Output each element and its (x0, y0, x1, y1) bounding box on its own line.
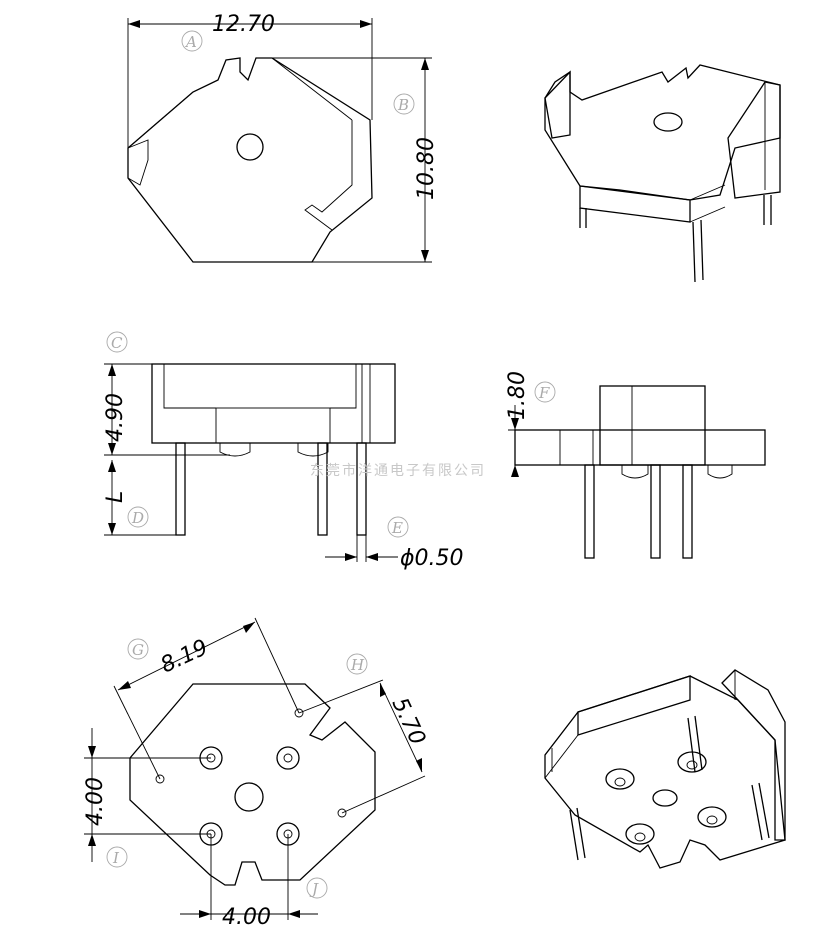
isometric-view-top (544, 64, 781, 283)
label-d: D (131, 509, 144, 527)
label-h: H (350, 656, 365, 674)
bottom-view: 8.19 5.70 4.00 4.00 G H I J (83, 617, 430, 930)
label-a: A (184, 33, 197, 51)
watermark: 东莞市洋通电子有限公司 (310, 462, 486, 479)
dim-pitch-horizontal: 4.00 (222, 905, 271, 930)
label-i: I (112, 849, 120, 867)
top-view: 12.70 10.80 A B (127, 12, 439, 263)
label-j: J (309, 880, 319, 898)
label-c: C (111, 334, 123, 352)
front-view: 4.90 L ϕ0.50 C D E (103, 331, 464, 571)
side-view: 1.80 F (505, 371, 766, 559)
dim-pin-span: 5.70 (387, 694, 430, 749)
dim-height: 4.90 (103, 393, 128, 442)
dim-width: 12.70 (212, 12, 275, 37)
label-f: F (538, 384, 550, 402)
label-e: E (391, 519, 403, 537)
dim-side-height: 1.80 (505, 371, 530, 420)
dim-diagonal: 8.19 (157, 635, 212, 678)
label-g: G (132, 641, 144, 659)
center-hole (236, 133, 264, 161)
dim-pin-length: L (103, 491, 128, 503)
dim-pin-diameter: ϕ0.50 (400, 546, 464, 571)
label-b: B (397, 96, 409, 114)
dim-pitch-vertical: 4.00 (83, 777, 108, 826)
isometric-view-bottom (544, 669, 786, 869)
dim-depth: 10.80 (414, 137, 439, 200)
